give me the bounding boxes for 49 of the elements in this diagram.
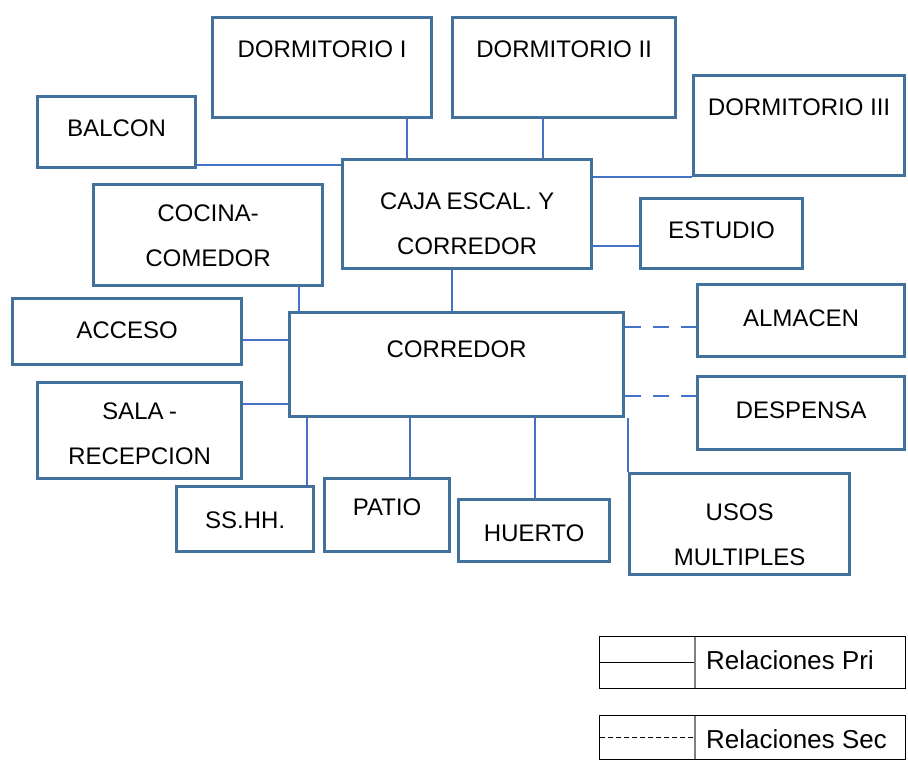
- room-box: [696, 375, 906, 451]
- room-box: [211, 16, 433, 119]
- room-label: SALA - RECEPCION: [67, 397, 212, 472]
- room-box: [451, 16, 677, 119]
- room-label: DESPENSA: [736, 396, 866, 426]
- room-box: [323, 477, 451, 553]
- connector-line: [542, 119, 544, 158]
- room-box: [628, 472, 851, 576]
- room-box: [341, 158, 593, 270]
- room-label: HUERTO: [484, 519, 584, 549]
- room-label: USOS MULTIPLES: [672, 498, 806, 573]
- room-box: [36, 381, 243, 480]
- room-label: ALMACEN: [742, 304, 860, 334]
- room-box: [288, 311, 625, 418]
- room-box: [36, 95, 197, 169]
- room-box: [92, 183, 324, 287]
- connector-line: [627, 418, 629, 472]
- legend-text: Relaciones Sec: [706, 724, 887, 755]
- connector-line: [406, 119, 408, 158]
- room-box: [639, 197, 804, 270]
- room-label: DORMITORIO I: [238, 35, 406, 65]
- room-label: DORMITORIO II: [476, 35, 652, 65]
- connector-line: [243, 339, 288, 341]
- connector-line: [593, 176, 692, 178]
- connector-line: [534, 418, 536, 498]
- room-box: [696, 283, 906, 358]
- room-label: SS.HH.: [204, 506, 285, 536]
- room-label: DORMITORIO III: [708, 93, 890, 123]
- room-box: [11, 297, 243, 366]
- connector-line: [243, 403, 288, 405]
- room-label: CORREDOR: [386, 335, 526, 365]
- connector-line: [625, 326, 696, 328]
- connector-line: [593, 245, 639, 247]
- room-label: COCINA- COMEDOR: [144, 199, 272, 274]
- room-box: [457, 498, 611, 563]
- legend-text: Relaciones Pri: [706, 645, 874, 676]
- connector-line: [451, 270, 453, 311]
- connector-line: [306, 418, 308, 485]
- room-label: ACCESO: [76, 316, 178, 346]
- room-label: ESTUDIO: [668, 216, 775, 246]
- connector-line: [625, 395, 696, 397]
- room-label: BALCON: [67, 114, 166, 144]
- connector-line: [409, 418, 411, 477]
- room-label: CAJA ESCAL. Y CORREDOR: [378, 187, 556, 262]
- room-label: PATIO: [352, 493, 422, 523]
- room-box: [175, 485, 315, 553]
- connector-line: [298, 287, 300, 311]
- room-box: [692, 74, 906, 177]
- connector-line: [197, 164, 341, 166]
